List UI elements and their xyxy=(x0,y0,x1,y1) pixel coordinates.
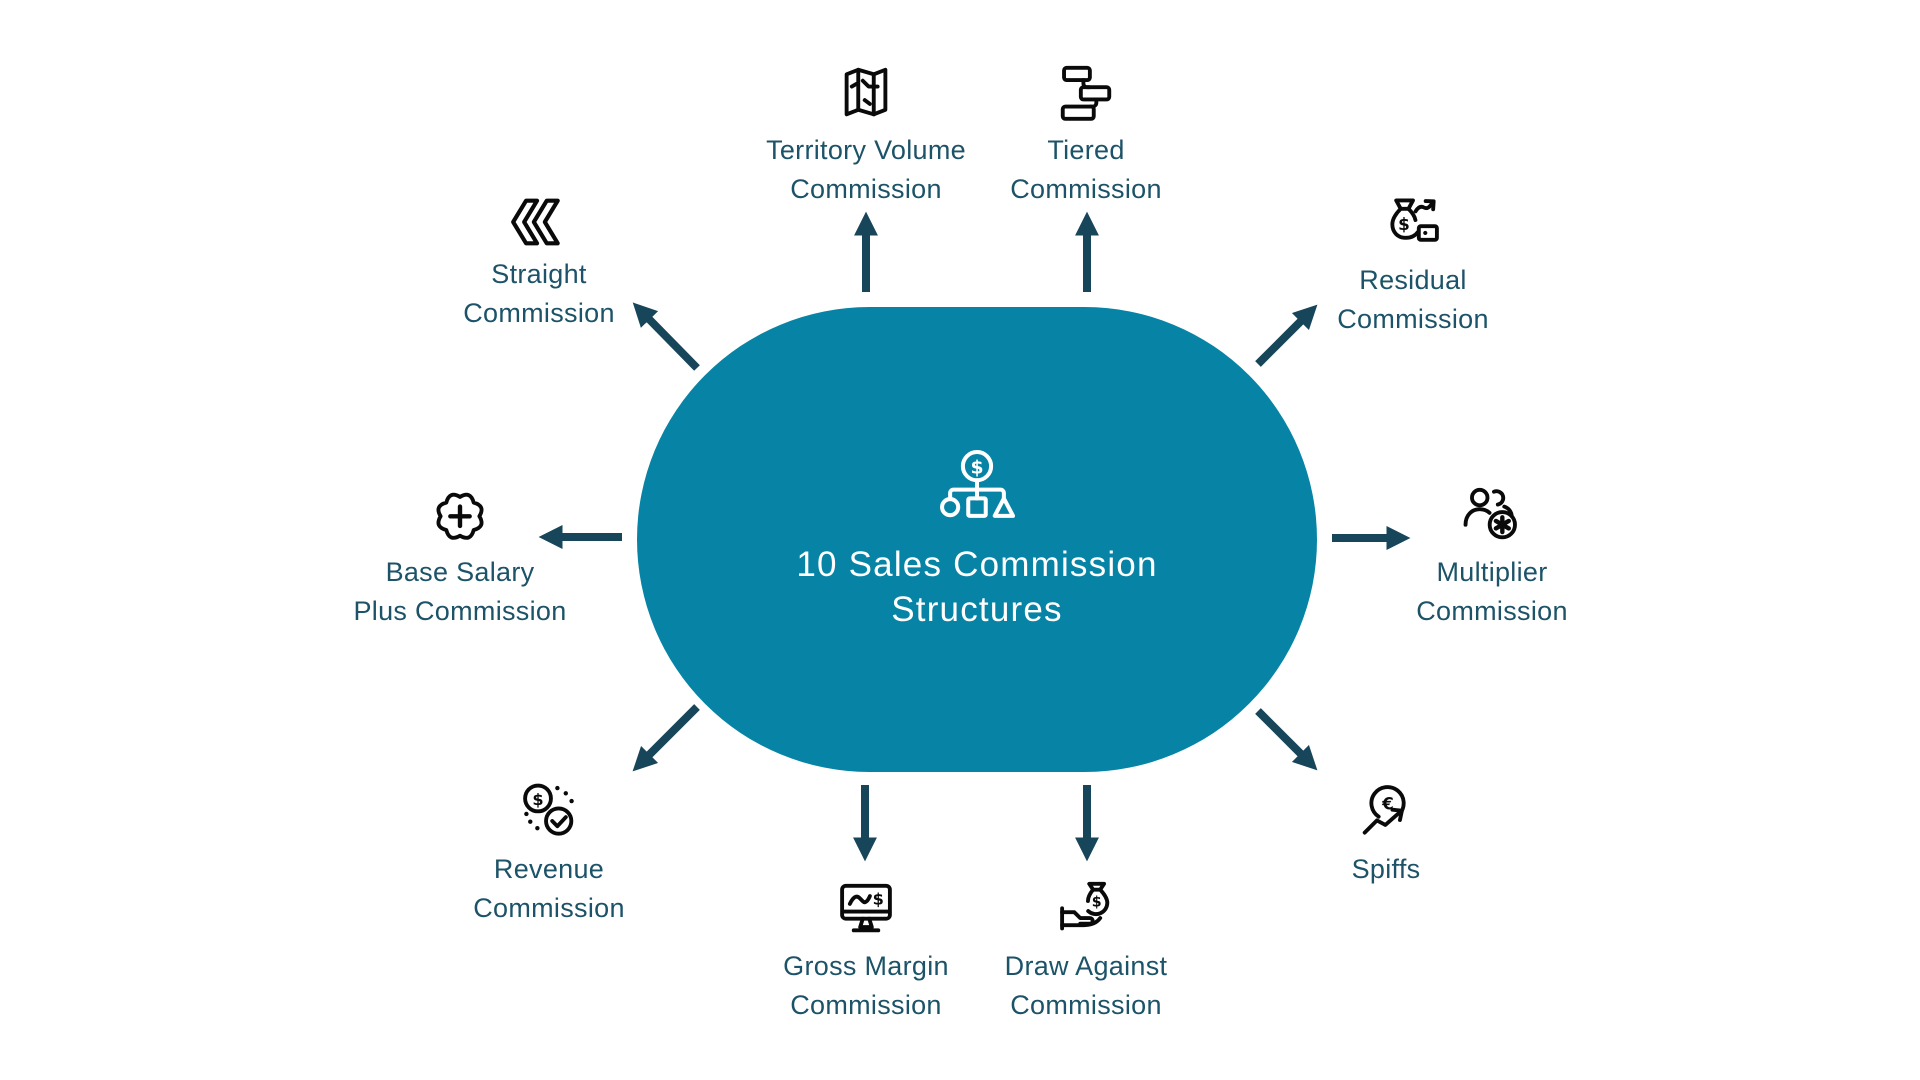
node-label: Straight Commission xyxy=(463,255,615,333)
node-territory-volume: Territory Volume Commission xyxy=(686,62,1046,209)
node-tiered: Tiered Commission xyxy=(906,62,1266,209)
node-base-salary: Base Salary Plus Commission xyxy=(280,484,640,631)
node-multiplier: Multiplier Commission xyxy=(1312,484,1672,631)
double-chevron-left-icon xyxy=(511,198,560,246)
node-draw-against: $ Draw Against Commission xyxy=(906,878,1266,1025)
node-label: Multiplier Commission xyxy=(1416,553,1568,631)
svg-text:$: $ xyxy=(1398,214,1410,234)
node-residual: $ Residual Commission xyxy=(1233,192,1593,339)
svg-text:$: $ xyxy=(532,790,543,809)
label-line: Base Salary xyxy=(385,557,535,587)
label-line: Commission xyxy=(1010,990,1162,1020)
label-line: Territory Volume xyxy=(766,135,966,165)
central-pill: $ 10 Sales Commission Structures xyxy=(637,307,1317,772)
monitor-chart-icon: $ xyxy=(840,883,892,933)
svg-text:$: $ xyxy=(970,457,983,478)
hand-money-bag-icon: $ xyxy=(1060,881,1110,931)
people-asterisk-icon xyxy=(1463,487,1517,540)
node-label: Draw Against Commission xyxy=(1005,947,1168,1025)
dollar-hierarchy-icon: $ xyxy=(940,449,1016,518)
label-line: Straight xyxy=(491,259,587,289)
label-line: Residual xyxy=(1359,265,1467,295)
label-line: Tiered xyxy=(1047,135,1125,165)
svg-text:$: $ xyxy=(1092,894,1102,910)
svg-text:€: € xyxy=(1381,793,1394,813)
label-line: Commission xyxy=(790,990,942,1020)
label-line: Commission xyxy=(790,174,942,204)
label-line: Spiffs xyxy=(1351,854,1421,884)
svg-text:$: $ xyxy=(873,889,884,908)
center-title: 10 Sales Commission Structures xyxy=(796,542,1157,632)
arrow-spiffs xyxy=(1255,708,1318,771)
badge-plus-icon xyxy=(436,492,484,540)
center-title-line1: 10 Sales Commission xyxy=(796,544,1158,584)
label-line: Commission xyxy=(1337,304,1489,334)
arrow-straight xyxy=(632,302,700,371)
node-straight: Straight Commission xyxy=(359,196,719,333)
dollar-check-icon: $ xyxy=(523,783,574,836)
center-title-line2: Structures xyxy=(891,589,1063,629)
label-line: Multiplier xyxy=(1436,557,1548,587)
label-line: Commission xyxy=(1416,596,1568,626)
money-bag-growth-icon: $ xyxy=(1390,198,1439,242)
node-label: Residual Commission xyxy=(1337,261,1489,339)
label-line: Commission xyxy=(463,298,615,328)
euro-coin-arrow-icon: € xyxy=(1362,785,1406,835)
node-revenue: $ Revenue Commission xyxy=(369,781,729,928)
node-label: Revenue Commission xyxy=(473,850,625,928)
node-label: Territory Volume Commission xyxy=(766,131,966,209)
label-line: Draw Against xyxy=(1004,951,1168,981)
label-line: Plus Commission xyxy=(353,596,567,626)
label-line: Revenue xyxy=(493,854,605,884)
arrow-revenue xyxy=(632,704,700,772)
node-label: Base Salary Plus Commission xyxy=(353,553,566,631)
node-label: Gross Margin Commission xyxy=(783,947,949,1025)
arrow-residual xyxy=(1255,304,1318,367)
label-line: Commission xyxy=(1010,174,1162,204)
label-line: Gross Margin xyxy=(783,951,949,981)
map-icon xyxy=(844,67,888,117)
tiered-blocks-icon xyxy=(1060,65,1112,121)
node-label: Spiffs xyxy=(1352,850,1421,889)
label-line: Commission xyxy=(473,893,625,923)
node-gross-margin: $ Gross Margin Commission xyxy=(686,878,1046,1025)
node-label: Tiered Commission xyxy=(1010,131,1162,209)
node-spiffs: € Spiffs xyxy=(1206,781,1566,889)
